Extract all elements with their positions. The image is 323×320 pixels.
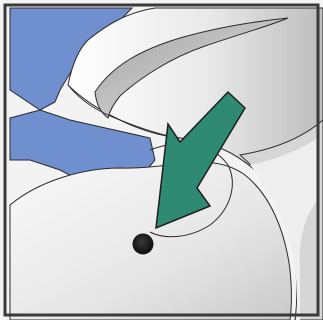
mounting-hole-icon <box>132 233 154 255</box>
bumper-edge-line <box>67 84 181 139</box>
arrow-down-left-icon <box>155 90 246 230</box>
bumper-right-highlight <box>250 138 318 320</box>
bumper-inner-curve <box>94 17 289 119</box>
frame-border <box>3 3 320 317</box>
